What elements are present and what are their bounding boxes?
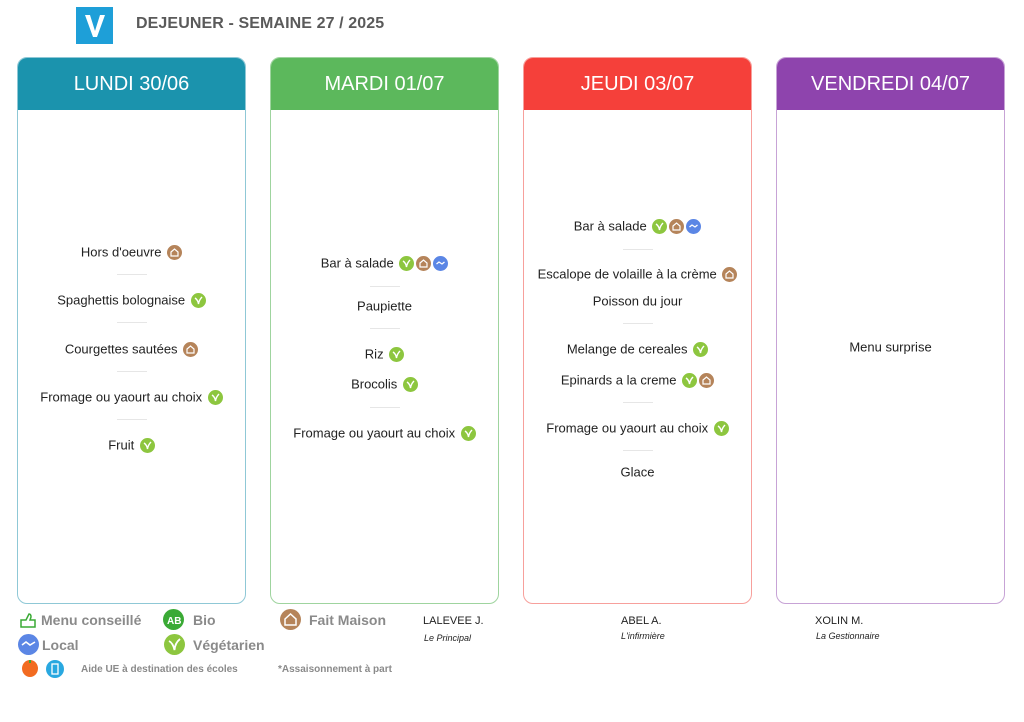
day-header-mardi: MARDI 01/07	[271, 58, 498, 110]
day-card-jeudi: JEUDI 03/07 Bar à salade Escalope de vol…	[523, 57, 752, 604]
menu-item: Fromage ou yaourt au choix	[271, 425, 498, 442]
menu-item: Paupiette	[357, 298, 412, 314]
menu-item: Escalope de volaille à la crème	[524, 266, 751, 283]
menu-item: Menu surprise	[849, 339, 932, 355]
legend-assaisonnement: *Assaisonnement à part	[278, 664, 392, 675]
legend-menu-conseille: Menu conseillé	[41, 612, 142, 628]
day-title: MARDI 01/07	[324, 72, 445, 95]
menu-item: Epinards a la creme	[524, 372, 751, 389]
legend-aide-ue: Aide UE à destination des écoles	[81, 664, 238, 675]
fait-maison-icon	[280, 609, 301, 630]
menu-item: Fruit	[18, 437, 245, 454]
vegetarien-icon	[652, 219, 668, 235]
menu-conseille-icon	[18, 610, 38, 630]
day-card-vendredi: VENDREDI 04/07 Menu surprise	[776, 57, 1005, 604]
vegetarien-icon	[207, 390, 223, 406]
separator	[116, 274, 147, 275]
signature-role: Le Principal	[424, 633, 472, 643]
svg-text:AB: AB	[167, 616, 181, 627]
separator	[369, 407, 400, 408]
legend-fait-maison: Fait Maison	[309, 612, 387, 628]
legend-vegetarien: Végétarien	[193, 637, 265, 653]
day-title: LUNDI 30/06	[73, 72, 190, 95]
signature-name: XOLIN M.	[815, 615, 864, 627]
vegetarien-icon	[460, 426, 476, 442]
vegetarien-icon	[139, 438, 155, 454]
vegetarien-icon	[164, 634, 185, 655]
separator	[369, 286, 400, 287]
legend-local: Local	[42, 637, 79, 653]
menu-item: Melange de cereales	[524, 341, 751, 358]
separator	[622, 249, 653, 250]
vegetarien-icon	[399, 256, 415, 272]
vegetarien-icon	[190, 293, 206, 309]
menu-item: Fromage ou yaourt au choix	[524, 420, 751, 437]
day-card-mardi: MARDI 01/07 Bar à salade Paupiette Riz B…	[270, 57, 499, 604]
page-title: DEJEUNER - SEMAINE 27 / 2025	[136, 15, 385, 32]
menu-item: Riz	[271, 346, 498, 363]
vegetarien-icon	[402, 377, 418, 393]
day-header-vendredi: VENDREDI 04/07	[777, 58, 1004, 110]
milk-icon	[46, 660, 64, 678]
fait-maison-icon	[416, 256, 432, 272]
vegetarien-icon	[713, 421, 729, 437]
vegetarien-icon	[389, 347, 405, 363]
legend-bio: Bio	[193, 612, 216, 628]
fait-maison-icon	[699, 373, 715, 389]
day-header-lundi: LUNDI 30/06	[18, 58, 245, 110]
separator	[622, 402, 653, 403]
local-icon	[686, 219, 702, 235]
day-title: JEUDI 03/07	[580, 72, 695, 95]
separator	[116, 322, 147, 323]
menu-item: Glace	[620, 464, 655, 480]
logo	[76, 7, 113, 44]
menu-item: Brocolis	[271, 376, 498, 393]
vegetarien-icon	[682, 373, 698, 389]
fait-maison-icon	[167, 245, 183, 261]
vegetarien-icon	[693, 342, 709, 358]
bio-icon: AB	[163, 609, 184, 630]
menu-item: Bar à salade	[524, 218, 751, 235]
signature-role: L'infirmière	[621, 631, 665, 641]
menu-item: Hors d'oeuvre	[18, 244, 245, 261]
fruit-icon	[22, 660, 38, 677]
signature-role: La Gestionnaire	[816, 631, 880, 641]
menu-item: Bar à salade	[271, 255, 498, 272]
menu-item: Courgettes sautées	[18, 341, 245, 358]
day-card-lundi: LUNDI 30/06 Hors d'oeuvre Spaghettis bol…	[17, 57, 246, 604]
day-title: VENDREDI 04/07	[811, 72, 970, 95]
fait-maison-icon	[722, 267, 738, 283]
local-icon	[433, 256, 449, 272]
menu-item: Poisson du jour	[592, 293, 683, 309]
separator	[622, 323, 653, 324]
menu-item: Spaghettis bolognaise	[18, 292, 245, 309]
fait-maison-icon	[183, 342, 199, 358]
day-header-jeudi: JEUDI 03/07	[524, 58, 751, 110]
signature-name: LALEVEE J.	[423, 615, 484, 627]
separator	[116, 419, 147, 420]
fait-maison-icon	[669, 219, 685, 235]
separator	[369, 328, 400, 329]
local-icon	[18, 634, 39, 655]
separator	[622, 450, 653, 451]
menu-item: Fromage ou yaourt au choix	[18, 389, 245, 406]
separator	[116, 371, 147, 372]
signature-name: ABEL A.	[621, 615, 662, 627]
